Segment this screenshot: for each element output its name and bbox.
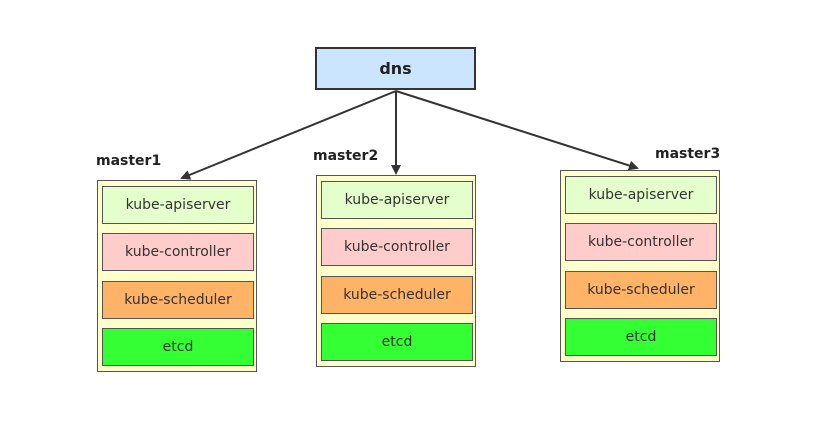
master1-title: master1: [96, 153, 162, 169]
master1-kube-scheduler: kube-scheduler: [102, 281, 254, 319]
master3-title: master3: [655, 146, 721, 162]
master1-kube-controller: kube-controller: [102, 233, 254, 271]
arrow-dns-to-master3: [395, 90, 639, 171]
master2-node: kube-apiserver kube-controller kube-sche…: [316, 175, 476, 367]
master2-kube-scheduler: kube-scheduler: [321, 276, 473, 314]
master3-kube-apiserver: kube-apiserver: [565, 176, 717, 214]
master2-etcd: etcd: [321, 323, 473, 361]
master1-etcd: etcd: [102, 328, 254, 366]
dns-label: dns: [379, 59, 412, 78]
arrow-dns-to-master1: [180, 90, 397, 180]
master2-title: master2: [313, 148, 379, 164]
master3-node: kube-apiserver kube-controller kube-sche…: [560, 170, 720, 362]
master2-kube-controller: kube-controller: [321, 228, 473, 266]
master3-etcd: etcd: [565, 318, 717, 356]
master1-kube-apiserver: kube-apiserver: [102, 186, 254, 224]
master1-node: kube-apiserver kube-controller kube-sche…: [97, 180, 257, 372]
master2-kube-apiserver: kube-apiserver: [321, 181, 473, 219]
master3-kube-scheduler: kube-scheduler: [565, 271, 717, 309]
master3-kube-controller: kube-controller: [565, 223, 717, 261]
dns-node: dns: [315, 47, 476, 90]
